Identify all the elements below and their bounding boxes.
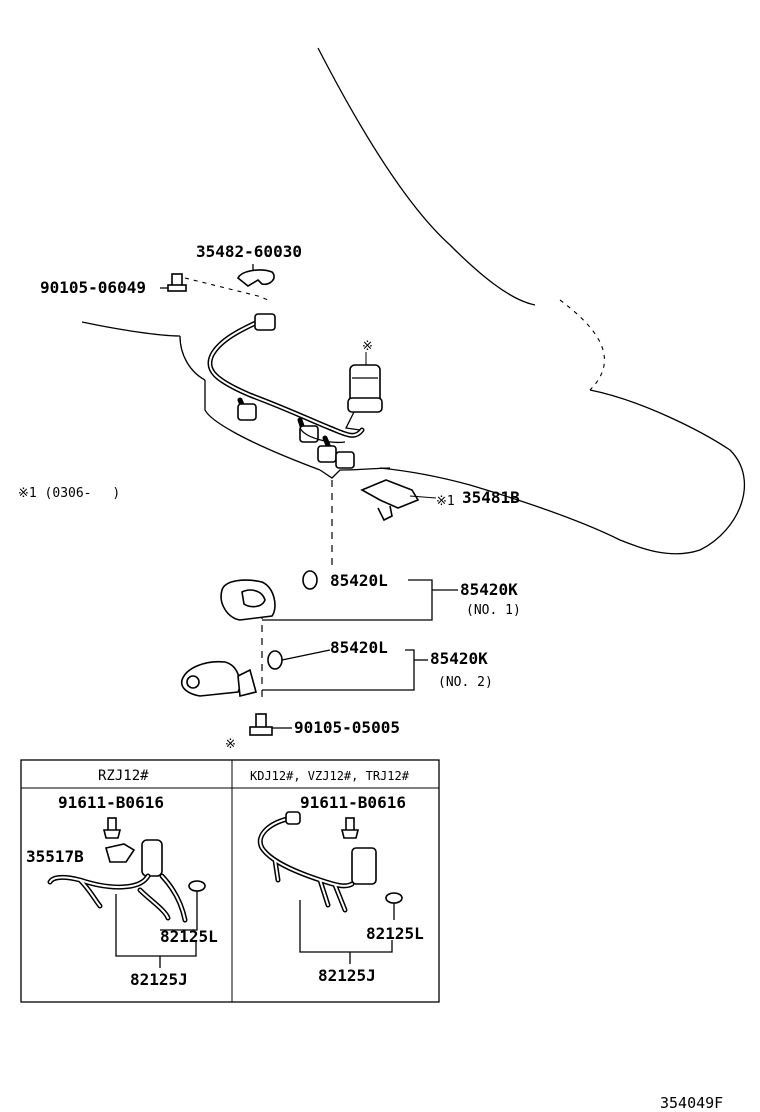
variant-inset-table: RZJ12# 91611-B0616 35517B 82125L 82125J … — [20, 759, 440, 1003]
main-wire-harness — [207, 313, 365, 469]
sensor-no2-label: (NO. 2) — [438, 675, 493, 690]
left-part-number-35517B: 35517B — [26, 847, 84, 866]
part-number-90105-06049: 90105-06049 — [40, 278, 146, 297]
right-part-number-82125L: 82125L — [366, 924, 424, 943]
bracket-35481B: ※1 35481B — [360, 479, 520, 522]
o-ring-85420L — [267, 650, 283, 670]
speed-sensor: ※ — [345, 339, 383, 431]
part-number-85420K-b: 85420K — [430, 649, 488, 668]
bolt-90105-05005: 90105-05005 — [249, 713, 400, 737]
left-part-number-82125L: 82125L — [160, 927, 218, 946]
clamp-and-bolt-group: 35482-60030 90105-06049 — [40, 242, 302, 301]
sensor-no1-label: (NO. 1) — [466, 603, 521, 618]
part-number-90105-05005: 90105-05005 — [294, 718, 400, 737]
transmission-housing-outline — [81, 47, 746, 555]
part-number-35481B: 35481B — [462, 488, 520, 507]
harness-clamp — [236, 269, 275, 287]
speed-sensor-no1: 85420L 85420K (NO. 1) — [220, 570, 521, 621]
right-part-number-91611-B0616: 91611-B0616 — [300, 793, 406, 812]
note-1-ref: ※1 — [436, 494, 455, 509]
bracket-35517B — [104, 843, 136, 863]
right-part-number-82125J: 82125J — [318, 966, 376, 985]
part-number-85420L-a: 85420L — [330, 571, 388, 590]
part-number-85420L-b: 85420L — [330, 638, 388, 657]
harness-plug — [254, 313, 276, 331]
note-mark: ※ — [362, 339, 373, 354]
inset-header-rzj12: RZJ12# — [98, 768, 149, 784]
note-1-applicability: ※1 (0306- ) — [18, 486, 120, 501]
left-part-number-91611-B0616: 91611-B0616 — [58, 793, 164, 812]
bolt-head — [167, 284, 187, 292]
sensor-body — [351, 847, 377, 885]
part-number-35482-60030: 35482-60030 — [196, 242, 302, 261]
o-ring-85420L — [302, 570, 318, 590]
connector — [237, 403, 257, 421]
inset-header-kdj12-vzj12-trj12: KDJ12#, VZJ12#, TRJ12# — [250, 769, 410, 783]
sensor-body — [141, 839, 163, 877]
speed-sensor-no2: 85420L 85420K (NO. 2) — [180, 638, 493, 698]
connector — [335, 451, 355, 469]
connector — [317, 445, 337, 463]
connector — [299, 425, 319, 443]
part-number-85420K-a: 85420K — [460, 580, 518, 599]
inset-note-mark: ※ — [225, 737, 236, 752]
diagram-id: 354049F — [660, 1094, 723, 1112]
left-part-number-82125J: 82125J — [130, 970, 188, 989]
